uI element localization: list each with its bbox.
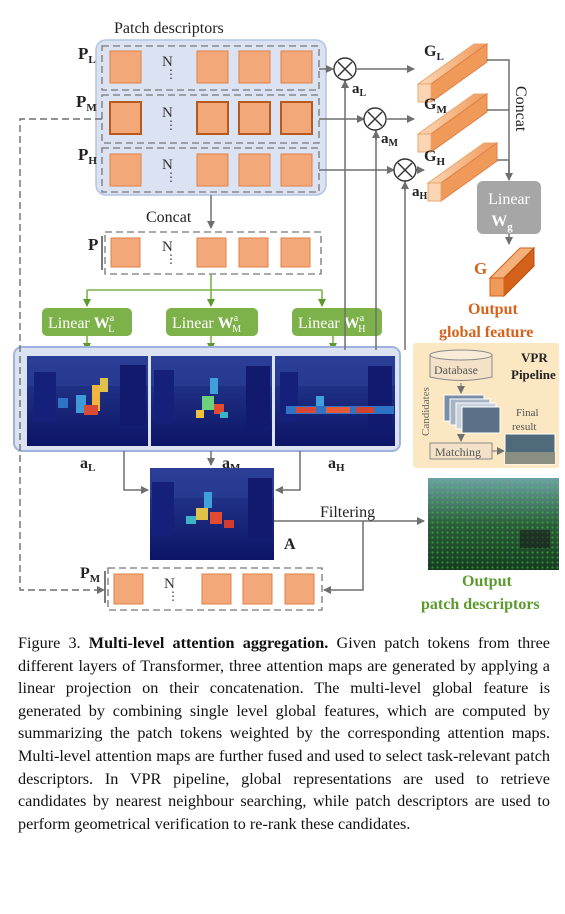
row-label: P: [78, 145, 88, 164]
p-label: P: [88, 235, 98, 254]
ellipsis-letter: N: [162, 105, 173, 121]
patch-token: [196, 50, 229, 84]
attention-label-l: aL: [80, 455, 95, 474]
architecture-diagram: Patch descriptors PL N ⋮ PM N ⋮ PH N ⋮ C…: [13, 20, 559, 613]
multiply-icon: [363, 107, 387, 131]
ellipsis-letter: N: [162, 157, 173, 173]
caption-title: Multi-level attention aggregation.: [88, 634, 329, 652]
patch-row-m: PM N ⋮: [76, 92, 320, 144]
row-sub: L: [88, 54, 95, 66]
attention-label-h: aH: [328, 455, 345, 474]
output-patch-label: Output patch descriptors: [421, 573, 540, 613]
figure-caption: Figure 3. Multi-level attention aggregat…: [18, 632, 550, 835]
patch-token: [280, 237, 311, 268]
multiply-icon: [393, 158, 417, 182]
caption-body: Given patch tokens from three different …: [18, 634, 550, 833]
patch-token: [280, 50, 313, 84]
skip-connection: [19, 118, 105, 594]
patch-row-l: PL N ⋮: [78, 44, 320, 91]
multiply-icon: [333, 57, 357, 81]
row-sub: M: [86, 102, 97, 114]
weight-label-m: aM: [381, 131, 399, 149]
patch-token: [238, 50, 271, 84]
row-sub: H: [88, 155, 97, 167]
svg-text:⋮: ⋮: [165, 118, 177, 132]
patch-token: [109, 101, 142, 135]
patch-token: [238, 101, 271, 135]
svg-text:G: G: [474, 259, 487, 278]
patch-row-bottom: PM N ⋮: [80, 565, 323, 611]
svg-text:PL: PL: [78, 44, 96, 66]
patch-token: [201, 573, 232, 605]
svg-text:Linear WaL: Linear WaL: [48, 313, 115, 335]
patch-token: [238, 153, 271, 187]
output-global-bar: G: [474, 246, 536, 298]
ellipsis-letter: N: [162, 239, 173, 255]
weight-label-l: aL: [352, 81, 367, 99]
patch-token: [109, 153, 142, 187]
svg-text:Candidates: Candidates: [420, 387, 432, 436]
svg-text:⋮: ⋮: [167, 589, 179, 603]
patch-token: [110, 237, 141, 268]
global-feature-gl: GL: [416, 43, 489, 103]
patch-token: [242, 573, 273, 605]
patch-token: [280, 101, 313, 135]
patch-row-h: PH N ⋮: [78, 145, 320, 193]
svg-text:PH: PH: [78, 145, 97, 167]
svg-text:GL: GL: [424, 43, 444, 63]
a-label: A: [284, 536, 296, 553]
patch-token: [280, 153, 313, 187]
right-concat-label: Concat: [512, 86, 529, 132]
patch-token: [238, 237, 269, 268]
output-patch-image: [428, 478, 559, 570]
patch-token: [196, 101, 229, 135]
svg-text:PM: PM: [80, 565, 101, 585]
attention-map-h: [275, 356, 395, 446]
svg-text:GH: GH: [424, 148, 445, 168]
svg-text:Database: Database: [434, 363, 478, 377]
svg-text:⋮: ⋮: [165, 252, 177, 266]
svg-text:PM: PM: [76, 92, 97, 114]
patch-token: [196, 153, 229, 187]
svg-text:Wg: Wg: [491, 213, 513, 233]
ellipsis-letter: N: [162, 54, 173, 70]
patch-token: [284, 573, 315, 605]
svg-text:GM: GM: [424, 96, 447, 116]
attention-map-l: [27, 356, 148, 446]
weight-label-h: aH: [412, 184, 428, 202]
concat-label: Concat: [146, 209, 192, 226]
global-feature-gh: GH: [424, 142, 499, 202]
fused-attention-map: [150, 468, 274, 560]
patch-token: [196, 237, 227, 268]
patch-descriptors-title: Patch descriptors: [114, 20, 224, 37]
green-branches: [83, 274, 326, 307]
ellipsis-letter: N: [164, 576, 175, 592]
filtering-label: Filtering: [320, 504, 375, 521]
caption-prefix: Figure 3.: [18, 634, 89, 652]
svg-text:⋮: ⋮: [165, 170, 177, 184]
svg-text:Linear WaH: Linear WaH: [298, 313, 365, 335]
svg-text:Linear: Linear: [488, 191, 530, 208]
patch-token: [109, 50, 142, 84]
output-global-label: Output global feature: [439, 301, 533, 341]
svg-text:Matching: Matching: [435, 445, 481, 459]
attention-map-m: [151, 356, 272, 446]
row-label: P: [78, 44, 88, 63]
database-icon: [429, 349, 493, 381]
global-feature-gm: GM: [416, 93, 489, 153]
svg-text:⋮: ⋮: [165, 67, 177, 81]
patch-row-concat: P N ⋮: [88, 231, 322, 275]
svg-text:Linear WaM: Linear WaM: [172, 313, 241, 335]
patch-token: [113, 573, 144, 605]
row-label: P: [76, 92, 86, 111]
linear-wg-block: Linear Wg: [477, 181, 541, 234]
